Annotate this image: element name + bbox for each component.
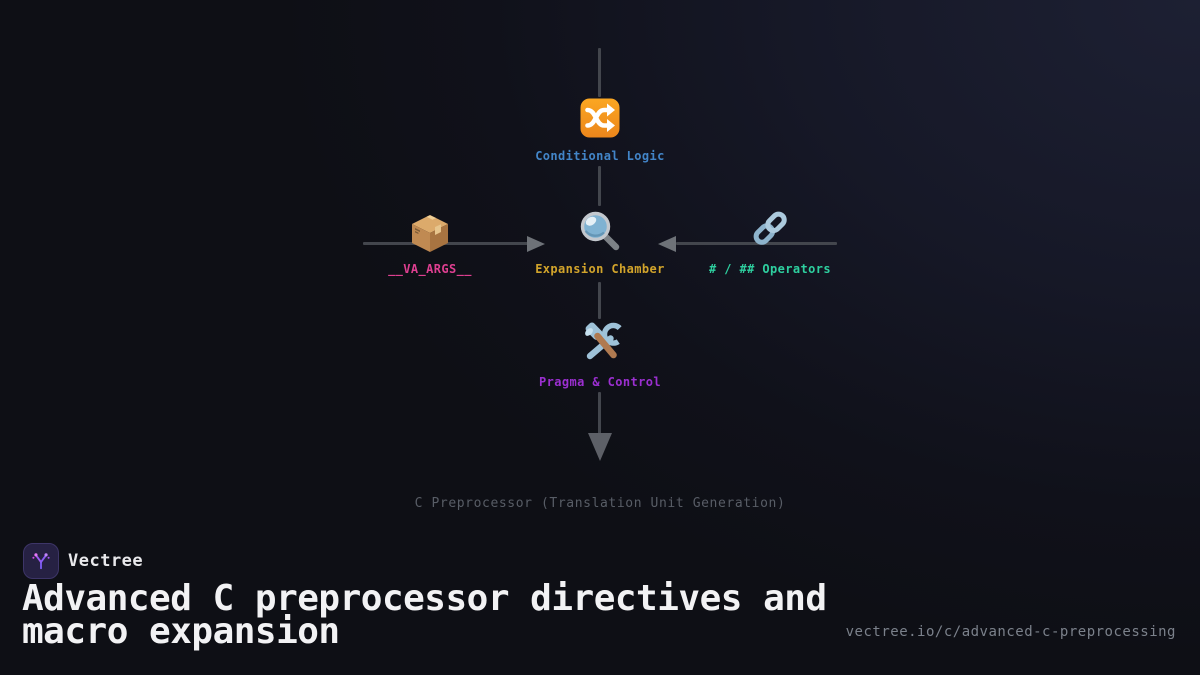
- output-arrow-icon: [588, 433, 612, 461]
- connector-bottom-outflow: [598, 392, 601, 434]
- page-title: Advanced C preprocessor directives and m…: [22, 578, 827, 652]
- node-label-va-args: __VA_ARGS__: [388, 262, 472, 276]
- arrowhead-left-icon: [658, 236, 676, 252]
- magnifying-glass-icon: [576, 207, 622, 253]
- link-icon: [748, 206, 792, 250]
- hammer-wrench-icon: [577, 322, 623, 368]
- brand-name: Vectree: [68, 551, 144, 571]
- vectree-logo: [23, 543, 59, 579]
- node-label-expansion-chamber: Expansion Chamber: [535, 262, 665, 276]
- shuffle-icon: [579, 97, 621, 139]
- vectree-logo-icon: [32, 553, 50, 570]
- connector-center-to-bottom: [598, 282, 601, 319]
- arrowhead-right-icon: [527, 236, 545, 252]
- connector-top-inflow: [598, 48, 601, 97]
- package-icon: [408, 211, 452, 255]
- node-label-conditional-logic: Conditional Logic: [535, 149, 665, 163]
- connector-top-to-center: [598, 166, 601, 206]
- node-label-pragma-control: Pragma & Control: [539, 375, 661, 389]
- node-label-operators: # / ## Operators: [709, 262, 831, 276]
- page-url: vectree.io/c/advanced-c-preprocessing: [845, 624, 1176, 640]
- diagram-caption: C Preprocessor (Translation Unit Generat…: [414, 496, 786, 511]
- connector-right-to-center: [676, 242, 837, 245]
